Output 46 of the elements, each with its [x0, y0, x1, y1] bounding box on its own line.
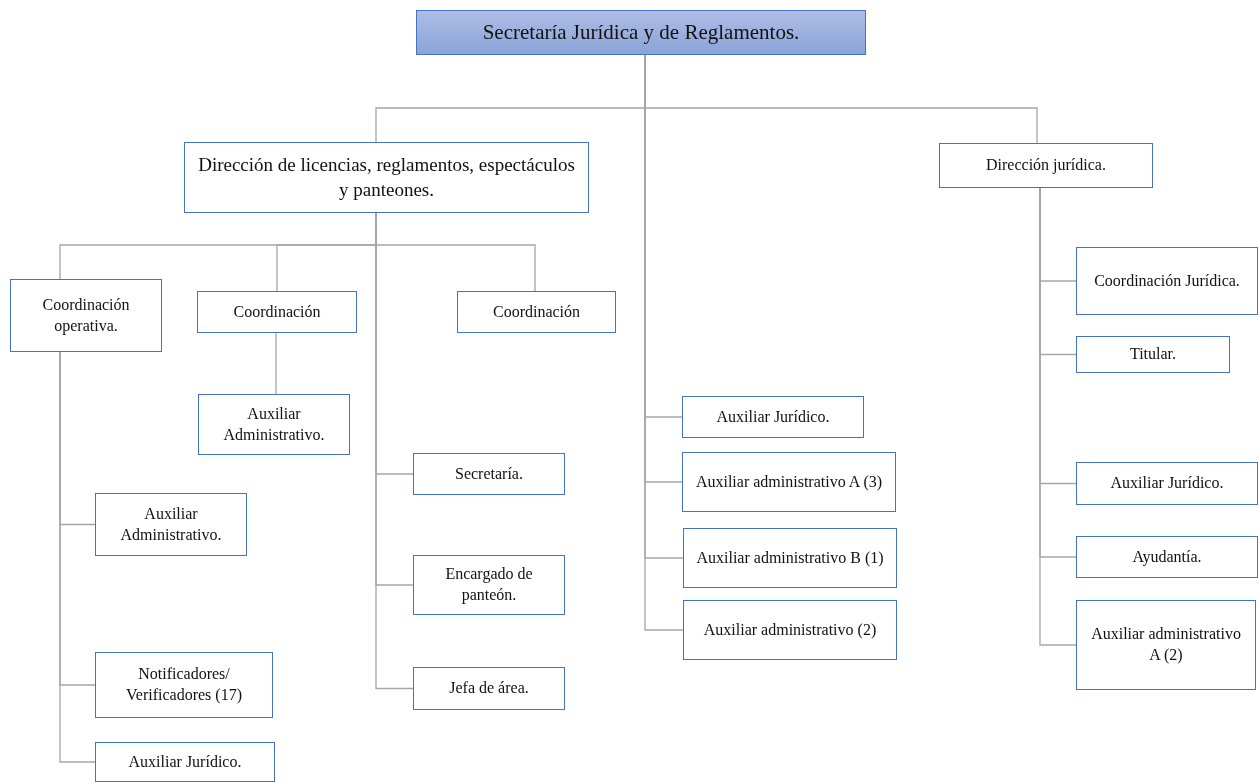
org-box — [95, 652, 273, 718]
org-box — [1076, 247, 1258, 315]
org-box — [457, 291, 616, 333]
org-box — [413, 667, 565, 710]
box-label: Coordinación — [492, 301, 581, 322]
box-label: Coordinación Jurídica. — [1094, 270, 1240, 291]
box-label: Auxiliar administrativo A (3) — [695, 471, 883, 493]
org-box — [683, 600, 897, 660]
box-label: Ayudantía. — [1132, 546, 1202, 568]
box-label: Dirección de licencias, reglamentos, espectáculos y panteones. — [197, 152, 576, 202]
org-box — [413, 555, 565, 615]
box-label: Notificadores/ Verificadores (17) — [125, 664, 243, 706]
org-box — [683, 528, 897, 588]
org-box — [198, 394, 350, 455]
org-box — [413, 453, 565, 495]
box-label: Coordinación operativa. — [41, 294, 131, 337]
org-box — [95, 493, 247, 556]
org-box — [682, 452, 896, 512]
org-box — [10, 279, 162, 352]
box-label: Auxiliar Jurídico. — [716, 406, 830, 427]
box-label: Secretaría Jurídica y de Reglamentos. — [482, 18, 800, 46]
org-box — [1076, 600, 1256, 690]
box-label: Auxiliar Jurídico. — [1110, 473, 1224, 494]
box-label: Auxiliar Administrativo. — [119, 503, 223, 545]
box-label: Secretaría. — [455, 463, 523, 484]
box-label: Coordinación — [233, 301, 321, 322]
connector-line — [275, 332, 277, 395]
org-box — [1076, 462, 1258, 505]
title-box — [416, 10, 866, 55]
org-box — [939, 143, 1153, 188]
connector-line — [59, 351, 96, 763]
org-box — [184, 142, 589, 213]
org-box — [682, 396, 864, 438]
box-label: Auxiliar Jurídico. — [128, 751, 242, 772]
box-label: Titular. — [1129, 344, 1177, 365]
org-box — [1076, 536, 1258, 578]
box-label: Auxiliar administrativo (2) — [703, 619, 877, 641]
box-label: Dirección jurídica. — [986, 155, 1106, 176]
box-label: Auxiliar administrativo B (1) — [696, 547, 884, 569]
org-box — [95, 742, 275, 782]
box-label: Auxiliar Administrativo. — [222, 403, 326, 445]
box-label: Jefa de área. — [449, 678, 529, 699]
box-label: Auxiliar administrativo A (2) — [1090, 624, 1242, 666]
org-box — [197, 291, 357, 333]
org-box — [1076, 336, 1230, 373]
box-label: Encargado de panteón. — [444, 564, 534, 606]
